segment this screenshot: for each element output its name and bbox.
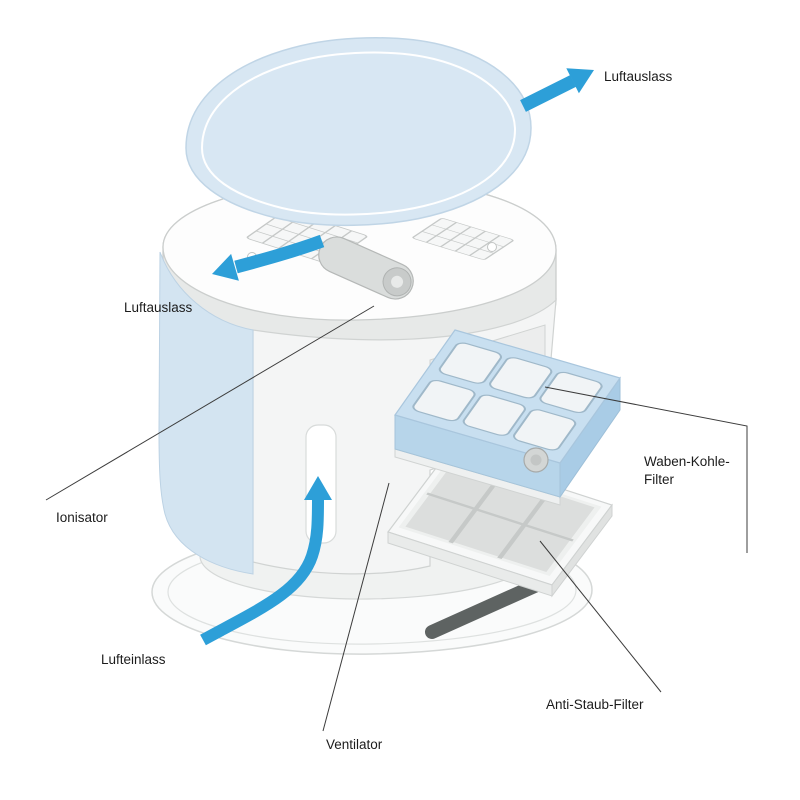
tray-right-edge bbox=[551, 503, 613, 598]
carbon-filter-drawer bbox=[394, 329, 621, 506]
label-ionisator: Ionisator bbox=[56, 510, 108, 525]
dust-filter-tray bbox=[387, 451, 613, 598]
drawer-cells bbox=[412, 342, 603, 451]
label-waben-kohle-filter-line1: Waben-Kohle- bbox=[644, 454, 730, 469]
label-luftauslass-left: Luftauslass bbox=[124, 300, 193, 315]
airflow-arrows bbox=[200, 68, 594, 646]
lid-outer bbox=[185, 37, 532, 227]
leader-lines bbox=[45, 305, 748, 732]
label-luftauslass-top: Luftauslass bbox=[604, 69, 673, 84]
lid bbox=[185, 37, 532, 227]
lid-inner-line bbox=[200, 51, 517, 216]
label-lufteinlass: Lufteinlass bbox=[101, 652, 166, 667]
arrow-outlet-top-shaft bbox=[520, 75, 576, 112]
label-waben-kohle-filter-line2: Filter bbox=[644, 472, 674, 487]
arrow-outlet-left-shaft bbox=[234, 234, 325, 274]
leader-ventilator bbox=[322, 482, 390, 732]
label-ventilator: Ventilator bbox=[326, 737, 383, 752]
leader-anti-staub-filter bbox=[539, 540, 662, 693]
leader-ionisator bbox=[45, 305, 375, 501]
label-waben-kohle-filter: Waben-Kohle- Filter bbox=[644, 453, 730, 489]
label-anti-staub-filter: Anti-Staub-Filter bbox=[546, 697, 644, 712]
left-blue-panel bbox=[158, 251, 254, 575]
top-screw-right bbox=[487, 242, 497, 252]
arrow-inlet-shaft bbox=[200, 497, 324, 646]
arrow-outlet-left-head bbox=[212, 253, 239, 281]
leader-waben-kohle-filter bbox=[544, 386, 748, 553]
arrow-inlet-head bbox=[304, 476, 332, 500]
arrow-outlet-top-head bbox=[566, 68, 594, 94]
drawer-knob-center bbox=[530, 454, 542, 466]
